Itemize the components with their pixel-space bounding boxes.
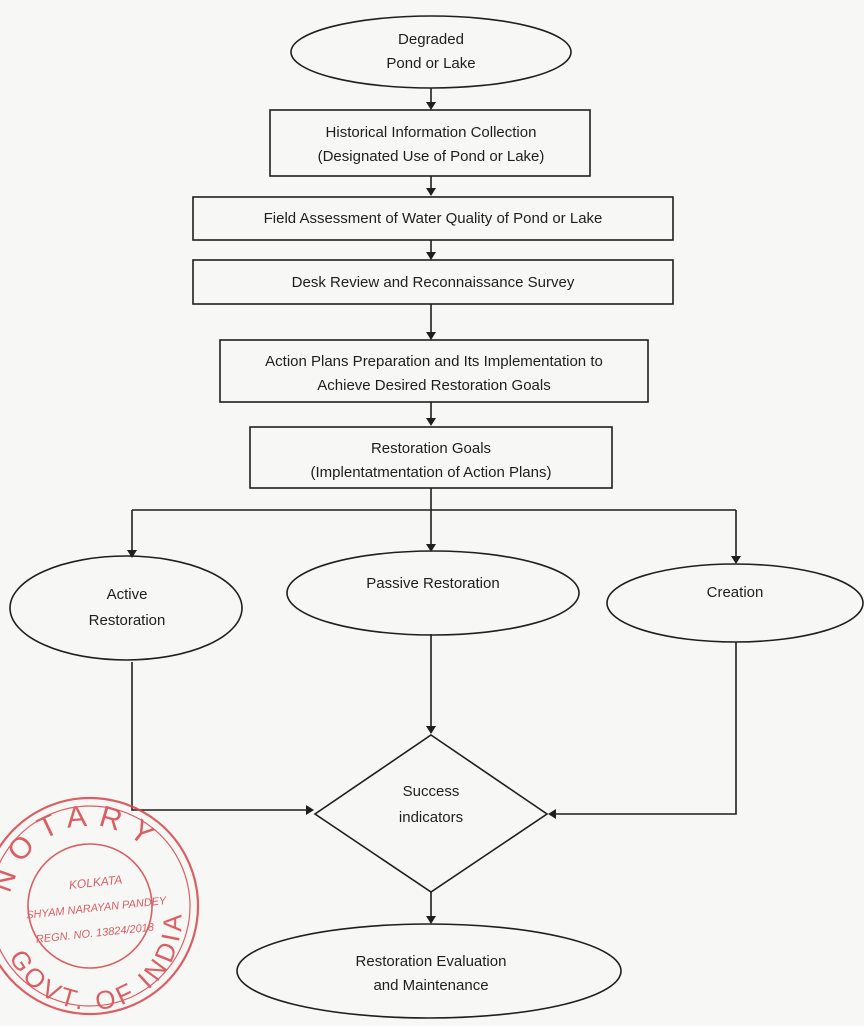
stamp-name: SHYAM NARAYAN PANDEY [26, 895, 168, 922]
arrowhead [548, 809, 556, 819]
stamp-city: KOLKATA [68, 873, 123, 893]
success-label-1: Success [403, 783, 460, 800]
creation-label: Creation [707, 584, 764, 601]
action-label-2: Achieve Desired Restoration Goals [317, 377, 550, 394]
evaluation-label-1: Restoration Evaluation [356, 953, 507, 970]
arrowhead [426, 544, 436, 552]
goals-label-2: (Implentatmentation of Action Plans) [311, 464, 552, 481]
connectors [127, 88, 741, 924]
arrowhead [306, 805, 314, 815]
goals-node: Restoration Goals (Implentatmentation of… [249, 426, 613, 489]
arrowhead [426, 726, 436, 734]
action-node: Action Plans Preparation and Its Impleme… [219, 339, 649, 403]
connector-active-success [131, 662, 308, 811]
evaluation-label-2: and Maintenance [373, 977, 488, 994]
arrowhead [426, 332, 436, 340]
degraded-label-1: Degraded [398, 31, 464, 48]
arrowhead [426, 418, 436, 426]
historical-label-2: (Designated Use of Pond or Lake) [318, 148, 545, 165]
success-label-2: indicators [399, 809, 463, 826]
degraded-label-2: Pond or Lake [386, 55, 475, 72]
goals-label-1: Restoration Goals [371, 440, 491, 457]
notary-stamp: NOTARY GOVT. OF INDIA KOLKATA SHYAM NARA… [0, 792, 200, 1026]
field-label: Field Assessment of Water Quality of Pon… [264, 210, 603, 227]
historical-node: Historical Information Collection (Desig… [269, 109, 591, 177]
historical-label-1: Historical Information Collection [326, 124, 537, 141]
arrowhead [426, 252, 436, 260]
desk-label: Desk Review and Reconnaissance Survey [292, 274, 575, 291]
stamp-regn: REGN. NO. 13824/2018 [35, 921, 155, 945]
success-indicators-node: Success indicators [313, 734, 549, 893]
active-restoration-node: Active Restoration [9, 555, 243, 661]
arrowhead [731, 556, 741, 564]
passive-label: Passive Restoration [366, 575, 499, 592]
arrowhead [426, 188, 436, 196]
active-label-1: Active [107, 586, 148, 603]
desk-node: Desk Review and Reconnaissance Survey [192, 259, 674, 305]
action-label-1: Action Plans Preparation and Its Impleme… [265, 353, 603, 370]
passive-restoration-node: Passive Restoration [286, 550, 580, 636]
degraded-node: Degraded Pond or Lake [290, 15, 572, 89]
active-label-2: Restoration [89, 612, 166, 629]
stamp-ring-bottom: GOVT. OF INDIA [0, 907, 198, 1026]
arrowhead [127, 550, 137, 558]
arrowhead [426, 102, 436, 110]
evaluation-node: Restoration Evaluation and Maintenance [236, 923, 622, 1019]
connector-creation-success [554, 642, 737, 815]
field-node: Field Assessment of Water Quality of Pon… [192, 196, 674, 241]
arrowhead [426, 916, 436, 924]
creation-node: Creation [606, 563, 864, 643]
